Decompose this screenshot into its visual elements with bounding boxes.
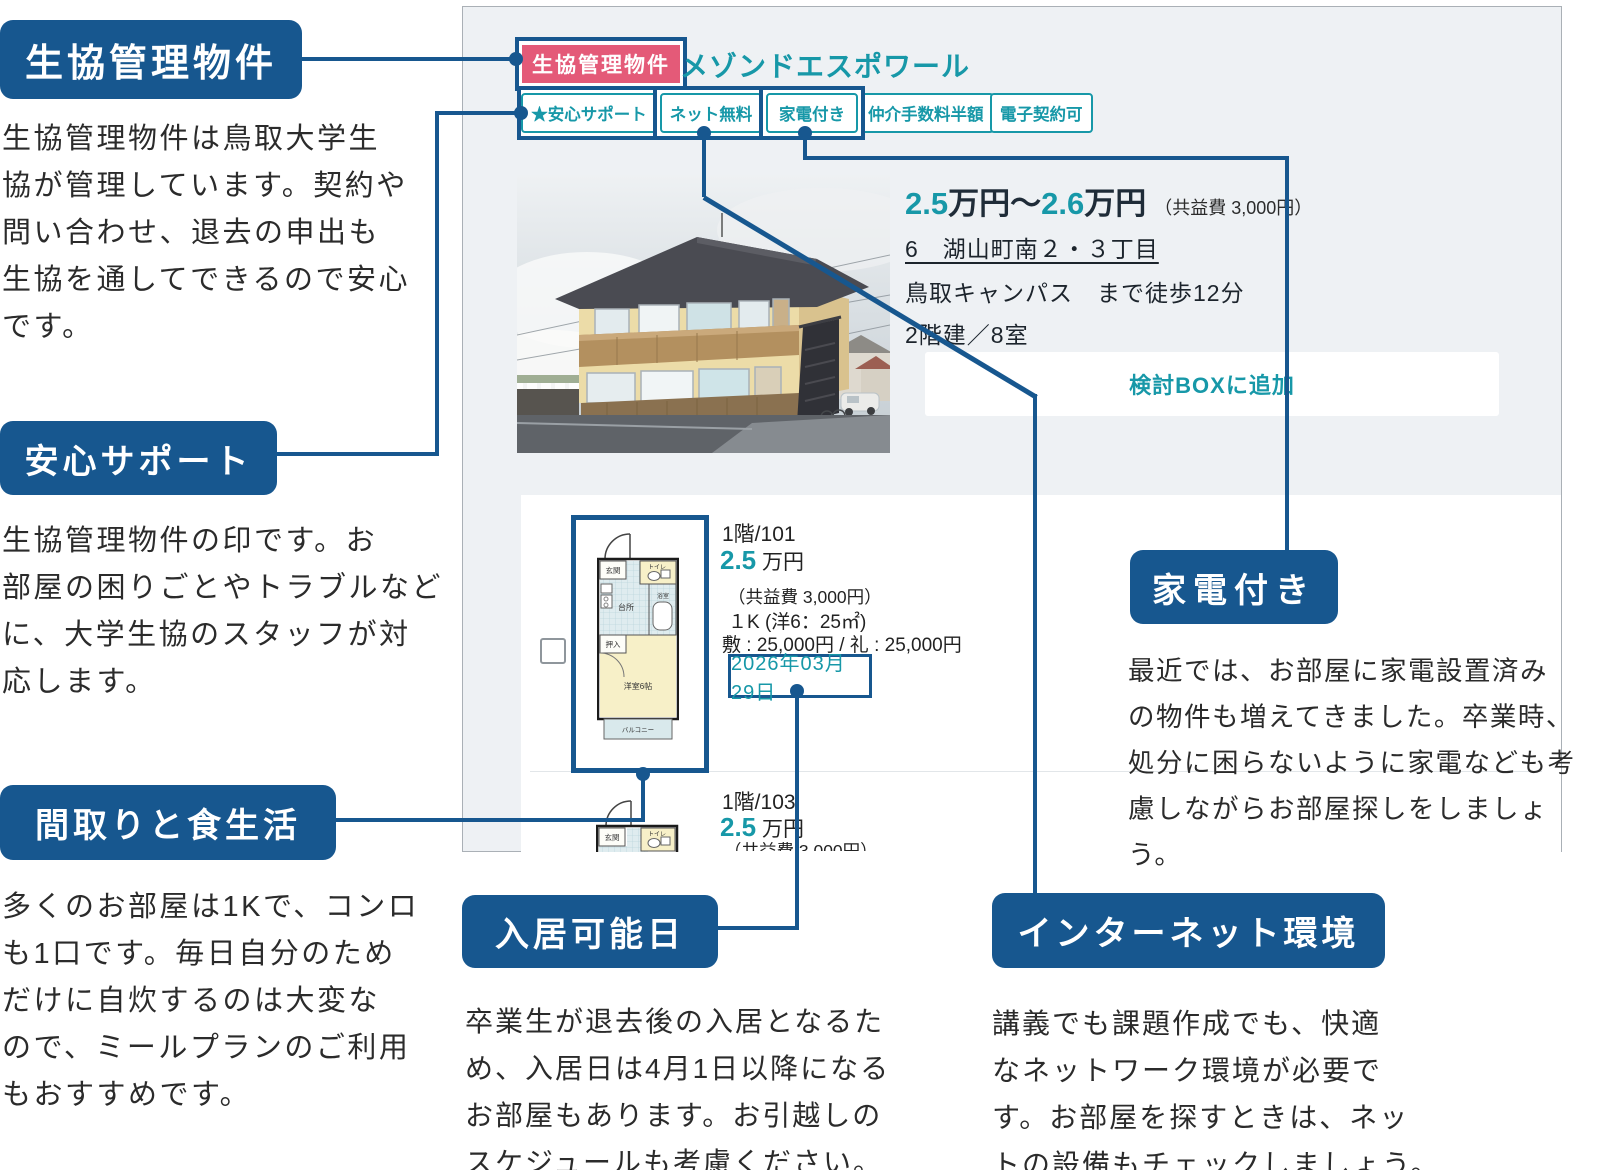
connector-dot-nyukyo: [790, 684, 804, 698]
callout-label-madori: 間取りと食生活: [0, 785, 336, 860]
callout-label-support: 安心サポート: [0, 421, 277, 495]
room-103-fee: （共益費 3,000円）: [724, 841, 878, 851]
connector-nyukyo-h: [718, 926, 799, 930]
price-range: 2.5万円〜2.6万円（共益費 3,000円）: [905, 178, 1312, 223]
floorplan-103[interactable]: 玄関 トイレ: [596, 793, 680, 852]
connector-madori-h: [336, 818, 643, 822]
connector-madori-v: [641, 773, 645, 822]
plan-label-genkan: 玄関: [606, 565, 621, 575]
connector-support-h1: [277, 452, 439, 456]
connector-net-v2: [1033, 394, 1037, 894]
building-info: 2階建／8室: [905, 322, 1029, 348]
price-tilde: 〜: [1010, 186, 1042, 221]
tag-highlight-box-support: ★安心サポート: [517, 86, 661, 140]
room-101-deposit: 敷 : 25,000円 / 礼 : 25,000円: [722, 635, 962, 656]
callout-body-madori: 多くのお部屋は1Kで、コンロ も1口です。毎日自分のため だけに自炊するのは大変…: [2, 891, 420, 1111]
tag-highlight-box-net: ネット無料: [653, 86, 769, 140]
tag-support: ★安心サポート: [521, 93, 657, 133]
property-photo-illustration: [477, 175, 927, 453]
room-103-price: 2.5 万円: [720, 812, 804, 843]
plan-label-balcony: バルコニー: [622, 726, 654, 734]
tag-kaden: 家電付き: [766, 93, 858, 133]
callout-label-nyukyo: 入居可能日: [462, 895, 718, 968]
room-101-floor: 1階/101: [722, 523, 796, 546]
room-103-price-unit: 万円: [762, 818, 804, 841]
connector-coop: [300, 57, 517, 61]
room-103-floor: 1階/103: [722, 791, 796, 814]
callout-body-kaden: 最近では、お部屋に家電設置済み の物件も増えてきました。卒業時、 処分に困らない…: [1128, 656, 1576, 870]
connector-dot-net: [697, 126, 711, 140]
tag-half-fee: 仲介手数料半額: [858, 93, 994, 133]
connector-kaden-v2: [1285, 156, 1289, 552]
connector-support-v: [435, 111, 439, 456]
callout-body-support: 生協管理物件の印です。お 部屋の困りごとやトラブルなど に、大学生協のスタッフが…: [2, 525, 444, 698]
floorplan-101[interactable]: 玄関 トイレ 台所 浴室 押入 洋室6帖 バルコニー: [596, 528, 680, 747]
price-max: 2.6: [1041, 186, 1085, 221]
callout-label-kaden: 家電付き: [1130, 550, 1338, 624]
address-link[interactable]: 6 湖山町南２・３丁目: [905, 236, 1159, 262]
room-101-price: 2.5 万円: [720, 545, 804, 576]
campus-distance: 鳥取キャンパス まで徒歩12分: [905, 280, 1245, 306]
property-photo[interactable]: [477, 175, 927, 453]
plan-label-kitchen: 台所: [618, 602, 634, 612]
plan-label-toilet: トイレ: [648, 565, 666, 571]
coop-badge: 生協管理物件: [522, 45, 680, 83]
connector-dot-kaden: [798, 126, 812, 140]
callout-label-coop: 生協管理物件: [0, 20, 302, 99]
room-101-price-unit: 万円: [762, 551, 804, 574]
connector-kaden-v1: [803, 133, 807, 158]
plan2-label-genkan: 玄関: [605, 832, 620, 842]
connector-dot-coop: [509, 52, 523, 66]
move-in-date-box: 2026年03月29日: [728, 653, 872, 704]
connector-dot-support: [514, 106, 528, 120]
plan-label-room: 洋室6帖: [624, 681, 652, 691]
connector-net-v1: [702, 133, 706, 197]
price-min: 2.5: [905, 186, 949, 221]
plan2-label-toilet: トイレ: [648, 832, 666, 838]
connector-dot-madori: [636, 767, 650, 781]
price-unit2: 万円: [1084, 186, 1147, 221]
coop-badge-highlight-box: 生協管理物件: [515, 37, 687, 91]
tag-e-contract: 電子契約可: [990, 93, 1093, 133]
connector-nyukyo-v: [795, 690, 799, 930]
room-101-fee: （共益費 3,000円）: [728, 587, 882, 607]
callout-label-internet: インターネット環境: [992, 893, 1385, 968]
room-101-price-value: 2.5: [720, 545, 757, 575]
plan-label-bath: 浴室: [657, 592, 669, 600]
common-fee-note: （共益費 3,000円）: [1154, 198, 1313, 218]
room-select-checkbox[interactable]: [540, 638, 566, 664]
callout-body-coop: 生協管理物件は鳥取大学生 協が管理しています。契約や 問い合わせ、退去の申出も …: [2, 123, 411, 343]
tag-highlight-box-kaden: 家電付き: [759, 86, 865, 140]
listing-title[interactable]: メゾンドエスポワール: [680, 51, 971, 82]
tag-net-free: ネット無料: [659, 93, 763, 133]
connector-support-h2: [435, 111, 520, 115]
price-unit: 万円: [948, 186, 1011, 221]
callout-body-nyukyo: 卒業生が退去後の入居となるた め、入居日は4月1日以降になる お部屋もあります。…: [465, 1006, 891, 1170]
callout-body-internet: 講義でも課題作成でも、快適 なネットワーク環境が必要で す。お部屋を探すときは、…: [992, 1008, 1441, 1170]
room-103-price-value: 2.5: [720, 812, 757, 842]
plan-label-closet: 押入: [606, 639, 621, 649]
connector-kaden-h: [803, 156, 1289, 160]
room-101-layout: １K (洋6：25㎡): [728, 612, 867, 633]
